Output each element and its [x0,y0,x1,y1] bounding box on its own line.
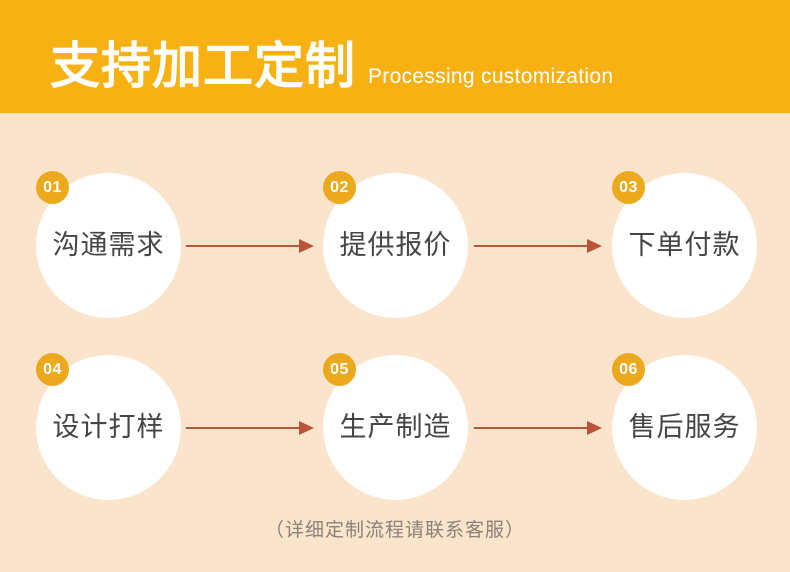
step-number-badge: 06 [612,353,645,386]
arrow-head-icon [299,421,314,435]
step-label: 下单付款 [628,230,741,260]
arrow-line [474,427,587,429]
arrow-head-icon [587,239,602,253]
arrow-head-icon [587,421,602,435]
step-label: 提供报价 [339,230,452,260]
process-step-02[interactable]: 提供报价 02 [323,171,468,318]
arrow-line [474,245,587,247]
flow-arrow-05-to-06 [474,421,602,435]
step-label: 沟通需求 [52,230,165,260]
step-circle: 沟通需求 [36,173,181,318]
step-number-badge: 03 [612,171,645,204]
process-flow-diagram: 沟通需求 01 提供报价 02 下单付款 03 设计打样 04 生产制造 [0,113,790,572]
footer-note: （详细定制流程请联系客服） [264,520,525,541]
process-step-01[interactable]: 沟通需求 01 [36,171,181,318]
step-label: 生产制造 [339,412,452,442]
step-number-badge: 01 [36,171,69,204]
flow-arrow-02-to-03 [474,239,602,253]
process-step-04[interactable]: 设计打样 04 [36,353,181,500]
flow-arrow-01-to-02 [186,239,314,253]
process-step-03[interactable]: 下单付款 03 [612,171,757,318]
step-label: 设计打样 [52,412,165,442]
step-number-badge: 04 [36,353,69,386]
arrow-line [186,245,299,247]
arrow-head-icon [299,239,314,253]
step-label: 售后服务 [628,412,741,442]
flow-arrow-04-to-05 [186,421,314,435]
page-subtitle: Processing customization [368,65,614,88]
page-header-banner: 支持加工定制 Processing customization [0,0,790,113]
step-number-badge: 02 [323,171,356,204]
page-title: 支持加工定制 [50,38,356,94]
arrow-line [186,427,299,429]
step-number-badge: 05 [323,353,356,386]
process-step-06[interactable]: 售后服务 06 [612,353,757,500]
process-step-05[interactable]: 生产制造 05 [323,353,468,500]
